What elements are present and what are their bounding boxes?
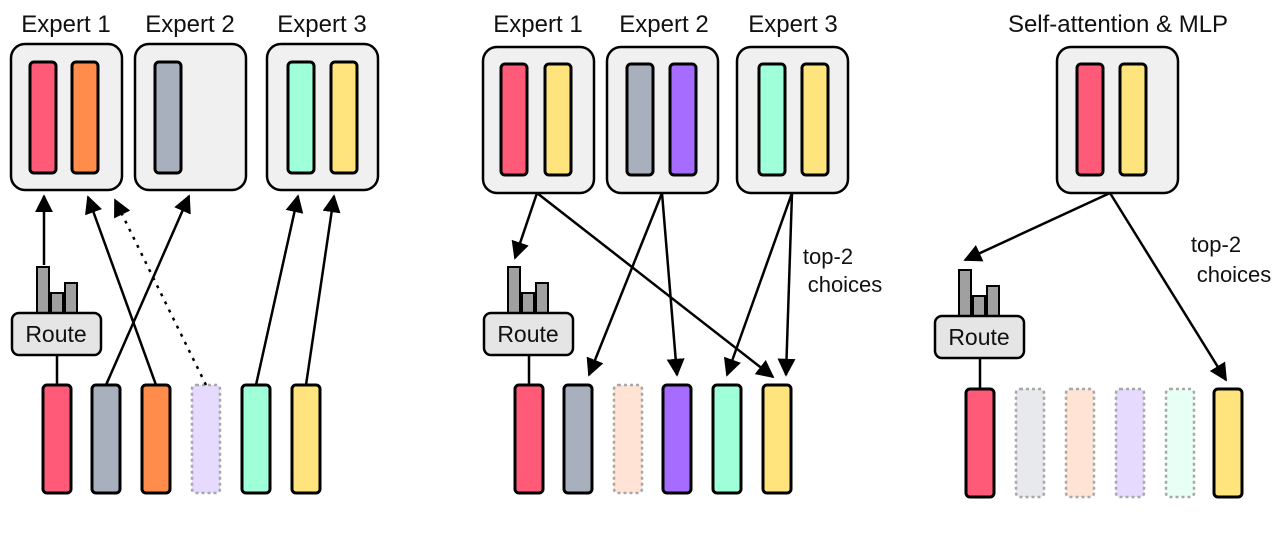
panel1-input-token-3 xyxy=(140,383,172,495)
panel2-input-token-6 xyxy=(761,383,793,495)
panel3-arrow-block-to-route xyxy=(963,191,1111,262)
panel3-annotation-line1: top-2 xyxy=(1191,232,1241,257)
panel2-input-token-2 xyxy=(562,383,594,495)
panel3-annotation-line2: choices xyxy=(1197,262,1272,287)
panel2-expert-2-label: Expert 2 xyxy=(619,11,708,38)
panel2-route-label: Route xyxy=(497,321,558,347)
panel3-arrow-block-to-token6 xyxy=(1108,192,1228,382)
panel2-expert-3-token-mint xyxy=(757,62,787,177)
panel1-route-label: Route xyxy=(25,321,86,347)
panel2-annotation-line2: choices xyxy=(808,272,883,297)
panel2-input-token-3-dropped xyxy=(612,383,644,495)
panel1-expert-2-label: Expert 2 xyxy=(145,11,234,38)
panel3-input-token-5-dropped xyxy=(1164,387,1196,499)
panel1-arrow-token3-to-expert1 xyxy=(85,195,158,386)
panel2-histogram-bar-2 xyxy=(521,292,535,314)
panel2-expert-3-token-yellow xyxy=(800,62,830,177)
panel3-input-token-4-dropped xyxy=(1114,387,1146,499)
panel2-expert-3-box xyxy=(735,45,850,195)
panel3-block-box xyxy=(1055,45,1180,195)
panel2-histogram-bar-1 xyxy=(507,266,521,314)
panel1-expert-1-token-orange xyxy=(70,60,100,175)
panel3-histogram-bar-2 xyxy=(972,295,986,317)
panel1-expert-3-label: Expert 3 xyxy=(277,11,366,38)
panel3-input-token-1 xyxy=(964,387,996,499)
panel1-input-token-5 xyxy=(240,383,272,495)
panel1-expert-1-token-red xyxy=(28,60,58,175)
panel3-block-token-yellow xyxy=(1118,62,1148,177)
panel3-input-token-3-dropped xyxy=(1064,387,1096,499)
panel1-input-token-6 xyxy=(290,383,322,495)
panel1-arrow-token5-to-expert3 xyxy=(254,194,304,386)
panel1-expert-1-box xyxy=(9,42,124,192)
panel3-block-token-red xyxy=(1075,62,1105,177)
panel2-expert-2-token-purple xyxy=(668,62,698,177)
panel2-arrow-expert3-to-token6 xyxy=(777,192,796,377)
panel3-histogram-bar-3 xyxy=(986,285,1000,317)
panel2-expert-1-token-red xyxy=(499,62,529,177)
panel2-arrow-expert1-to-token6 xyxy=(536,192,775,379)
panel3-title: Self-attention & MLP xyxy=(1008,11,1228,38)
panel1-expert-3-box xyxy=(265,42,380,192)
panel1-expert-1-label: Expert 1 xyxy=(21,11,110,38)
panel1-input-token-2 xyxy=(90,383,122,495)
panel1-expert-3-token-mint xyxy=(286,60,316,175)
panel-1-expert-choice: Expert 1 Expert 2 Expert 3 Route xyxy=(9,11,380,495)
panel-3-dense-block: Self-attention & MLP Route top-2 choices xyxy=(933,11,1272,499)
panel2-arrow-expert3-to-token5 xyxy=(723,192,794,377)
panel1-histogram-bar-1 xyxy=(36,266,50,314)
panel1-expert-2-box xyxy=(133,42,248,192)
panel2-arrow-expert1-to-route xyxy=(511,192,539,260)
panel1-arrow-token6-to-expert3 xyxy=(304,194,341,386)
panel3-histogram-bar-1 xyxy=(958,269,972,317)
panel3-input-token-2-dropped xyxy=(1014,387,1046,499)
panel2-expert-2-token-gray xyxy=(625,62,655,177)
panel1-histogram-bar-2 xyxy=(50,292,64,314)
panel3-route-label: Route xyxy=(948,324,1009,350)
panel2-expert-3-label: Expert 3 xyxy=(748,11,837,38)
panel1-input-token-1 xyxy=(41,383,73,495)
panel1-arrow-token4-dotted xyxy=(113,198,208,386)
panel1-expert-2-token-gray xyxy=(153,60,183,175)
panel2-annotation-line1: top-2 xyxy=(803,244,853,269)
panel2-expert-1-label: Expert 1 xyxy=(493,11,582,38)
panel2-arrow-expert2-to-token4 xyxy=(660,192,685,377)
panel2-expert-2-box xyxy=(605,45,720,195)
panel2-input-token-5 xyxy=(711,383,743,495)
panel1-expert-3-token-yellow xyxy=(329,60,359,175)
panel1-histogram-bar-3 xyxy=(64,282,78,314)
panel-2-top2-routing: Expert 1 Expert 2 Expert 3 Route top-2 c… xyxy=(481,11,883,495)
panel2-input-token-4 xyxy=(661,383,693,495)
panel1-input-token-4-dropped xyxy=(190,383,222,495)
panel2-histogram-bar-3 xyxy=(535,282,549,314)
panel2-input-token-1 xyxy=(513,383,545,495)
panel2-arrow-expert2-to-token2 xyxy=(586,192,664,377)
panel2-expert-1-token-yellow xyxy=(543,62,573,177)
panel3-input-token-6 xyxy=(1212,387,1244,499)
panel1-arrow-token2-to-expert2 xyxy=(104,194,191,386)
